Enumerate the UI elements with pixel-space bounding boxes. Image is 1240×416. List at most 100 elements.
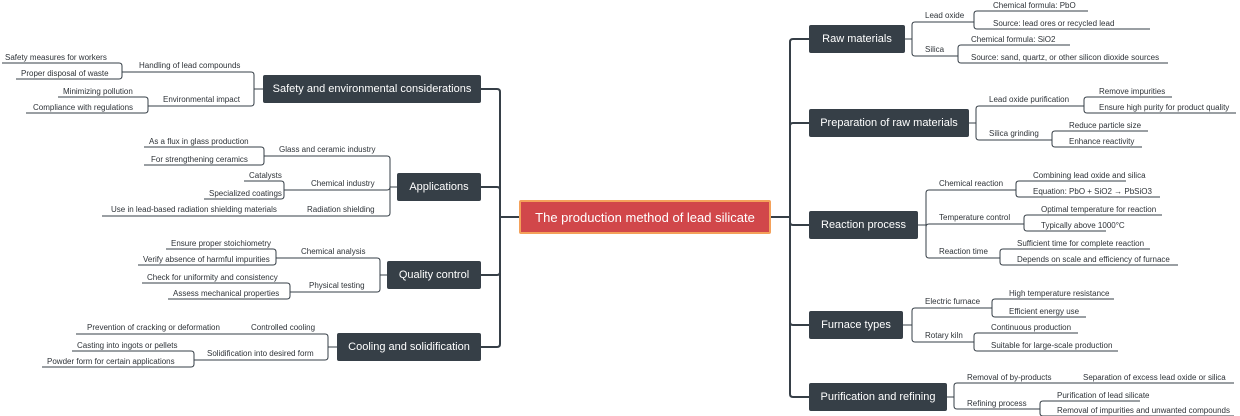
leaf-sufficient-time[interactable]: Sufficient time for complete reaction <box>1017 239 1145 248</box>
subtopic-radiation-shielding[interactable]: Radiation shielding <box>307 205 375 214</box>
branch-applications[interactable]: Applications <box>397 173 481 201</box>
connector-root-left-link-2 <box>481 217 501 276</box>
connector-safety-leaves-0-link-1 <box>16 72 123 80</box>
leaf-reduce-particle-size[interactable]: Reduce particle size <box>1069 121 1142 130</box>
leaf-lead-source[interactable]: Source: lead ores or recycled lead <box>993 19 1115 28</box>
leaf-equation[interactable]: Equation: PbO + SiO2 → PbSiO3 <box>1033 187 1152 196</box>
leaf-minimizing-pollution[interactable]: Minimizing pollution <box>63 87 133 96</box>
connector-reaction-link-1 <box>925 223 936 228</box>
leaf-catalysts[interactable]: Catalysts <box>249 171 282 180</box>
connector-reaction-leaves-1-link-1 <box>1023 224 1106 232</box>
leaf-compliance[interactable]: Compliance with regulations <box>33 103 134 112</box>
connector-raw-materials-leaves-1-link-1 <box>957 56 1168 64</box>
connector-furnace-leaves-1-link-1 <box>973 342 1118 352</box>
subtopic-rotary-kiln[interactable]: Rotary kiln <box>925 331 963 340</box>
connector-preparation-leaves-1-link-1 <box>1051 140 1142 148</box>
subtopic-chemical-analysis[interactable]: Chemical analysis <box>301 247 366 256</box>
leaf-above-1000c[interactable]: Typically above 1000°C <box>1041 221 1125 230</box>
leaf-uniformity[interactable]: Check for uniformity and consistency <box>147 273 278 282</box>
leaf-continuous-production[interactable]: Continuous production <box>991 323 1072 332</box>
connector-applications-link-1 <box>380 186 391 191</box>
leaf-flux-glass[interactable]: As a flux in glass production <box>149 137 249 146</box>
leaf-proper-disposal[interactable]: Proper disposal of waste <box>21 69 109 78</box>
leaf-casting-ingots[interactable]: Casting into ingots or pellets <box>77 341 178 350</box>
leaf-optimal-temperature[interactable]: Optimal temperature for reaction <box>1041 205 1157 214</box>
leaf-depends-on-scale[interactable]: Depends on scale and efficiency of furna… <box>1017 255 1170 264</box>
connector-safety-link-0 <box>244 71 255 89</box>
connector-quality-leaves-1-link-1 <box>168 292 291 300</box>
connector-preparation-leaves-0-link-1 <box>1083 106 1236 114</box>
leaf-purification-lead-silicate[interactable]: Purification of lead silicate <box>1057 391 1150 400</box>
leaf-stoichiometry[interactable]: Ensure proper stoichiometry <box>171 239 272 248</box>
subtopic-controlled-cooling[interactable]: Controlled cooling <box>251 323 316 332</box>
leaf-separation-excess[interactable]: Separation of excess lead oxide or silic… <box>1083 373 1226 382</box>
connector-reaction-link-0 <box>925 189 936 225</box>
branch-furnace-types[interactable]: Furnace types <box>809 311 903 339</box>
connector-furnace-leaves-0-link-0 <box>991 298 1114 308</box>
connector-raw-materials-leaves-0-link-1 <box>973 22 1150 30</box>
subtopic-lead-oxide-purification[interactable]: Lead oxide purification <box>989 95 1070 104</box>
branch-safety-and-environmental[interactable]: Safety and environmental considerations <box>263 75 481 103</box>
leaf-mechanical-properties[interactable]: Assess mechanical properties <box>173 289 280 298</box>
branch-purification-and-refining[interactable]: Purification and refining <box>809 383 947 411</box>
subtopic-silica-grinding[interactable]: Silica grinding <box>989 129 1039 138</box>
branch-raw-materials[interactable]: Raw materials <box>809 25 905 53</box>
subtopic-removal-of-by-products[interactable]: Removal of by-products <box>967 373 1052 382</box>
subtopic-environmental-impact[interactable]: Environmental impact <box>163 95 240 104</box>
leaf-ensure-high-purity[interactable]: Ensure high purity for product quality <box>1099 103 1230 112</box>
connector-reaction-leaves-2-link-1 <box>999 258 1178 266</box>
connector-root-right-link-0 <box>789 38 809 217</box>
connector-purification-link-1 <box>953 397 964 410</box>
subtopic-handling-lead-compounds[interactable]: Handling of lead compounds <box>139 61 241 70</box>
connector-root-right-link-2 <box>789 217 809 226</box>
subtopic-electric-furnace[interactable]: Electric furnace <box>925 297 981 306</box>
subtopic-solidification[interactable]: Solidification into desired form <box>207 349 314 358</box>
connector-root-right-link-3 <box>789 217 809 326</box>
leaf-sio2-formula[interactable]: Chemical formula: SiO2 <box>971 35 1056 44</box>
leaf-pbo-formula[interactable]: Chemical formula: PbO <box>993 1 1076 10</box>
subtopic-glass-ceramic[interactable]: Glass and ceramic industry <box>279 145 376 154</box>
leaf-large-scale[interactable]: Suitable for large-scale production <box>991 341 1113 350</box>
subtopic-refining-process[interactable]: Refining process <box>967 399 1027 408</box>
leaf-strengthening-ceramics[interactable]: For strengthening ceramics <box>151 155 248 164</box>
connector-cooling-link-1 <box>318 347 329 361</box>
branch-reaction-process[interactable]: Reaction process <box>809 211 918 239</box>
leaf-powder-form[interactable]: Powder form for certain applications <box>47 357 175 366</box>
leaf-efficient-energy[interactable]: Efficient energy use <box>1009 307 1080 316</box>
connector-safety-link-1 <box>244 89 255 107</box>
leaf-specialized-coatings[interactable]: Specialized coatings <box>209 189 282 198</box>
connector-safety-leaves-1-link-1 <box>26 106 149 114</box>
root-topic[interactable]: The production method of lead silicate <box>519 200 771 234</box>
connector-quality-link-0 <box>370 257 381 275</box>
leaf-removal-impurities[interactable]: Removal of impurities and unwanted compo… <box>1057 406 1230 415</box>
connector-root-right-link-1 <box>789 122 809 217</box>
leaf-prevention-cracking[interactable]: Prevention of cracking or deformation <box>87 323 220 332</box>
subtopic-silica[interactable]: Silica <box>925 45 945 54</box>
connector-purification-leaves-1-link-0 <box>1039 400 1140 409</box>
leaf-silica-source[interactable]: Source: sand, quartz, or other silicon d… <box>971 53 1160 62</box>
subtopic-reaction-time[interactable]: Reaction time <box>939 247 988 256</box>
subtopic-chemical-reaction[interactable]: Chemical reaction <box>939 179 1004 188</box>
connector-applications-leaves-1-link-0 <box>244 180 285 190</box>
branch-cooling-and-solidification[interactable]: Cooling and solidification <box>337 333 481 361</box>
subtopic-temperature-control[interactable]: Temperature control <box>939 213 1011 222</box>
connector-reaction-link-2 <box>925 225 936 259</box>
subtopic-chemical-industry[interactable]: Chemical industry <box>311 179 375 188</box>
leaf-remove-impurities[interactable]: Remove impurities <box>1099 87 1166 96</box>
leaf-enhance-reactivity[interactable]: Enhance reactivity <box>1069 137 1135 146</box>
subtopic-physical-testing[interactable]: Physical testing <box>309 281 365 290</box>
leaf-verify-impurities[interactable]: Verify absence of harmful impurities <box>143 255 270 264</box>
connector-cooling-leaves-1-link-0 <box>72 350 195 360</box>
connector-preparation-leaves-0-link-0 <box>1083 96 1172 106</box>
leaf-radiation-materials[interactable]: Use in lead-based radiation shielding ma… <box>111 205 277 214</box>
leaf-high-temp-resistance[interactable]: High temperature resistance <box>1009 289 1110 298</box>
connector-cooling-link-0 <box>318 333 329 347</box>
subtopic-lead-oxide[interactable]: Lead oxide <box>925 11 965 20</box>
connector-cooling-leaves-1-link-1 <box>42 360 195 368</box>
leaf-combining[interactable]: Combining lead oxide and silica <box>1033 171 1146 180</box>
leaf-safety-measures[interactable]: Safety measures for workers <box>5 53 107 62</box>
branch-preparation-of-raw-materials[interactable]: Preparation of raw materials <box>809 109 969 137</box>
branch-quality-control[interactable]: Quality control <box>387 261 481 289</box>
connector-raw-materials-link-0 <box>911 21 922 39</box>
connector-applications-link-0 <box>380 155 391 187</box>
